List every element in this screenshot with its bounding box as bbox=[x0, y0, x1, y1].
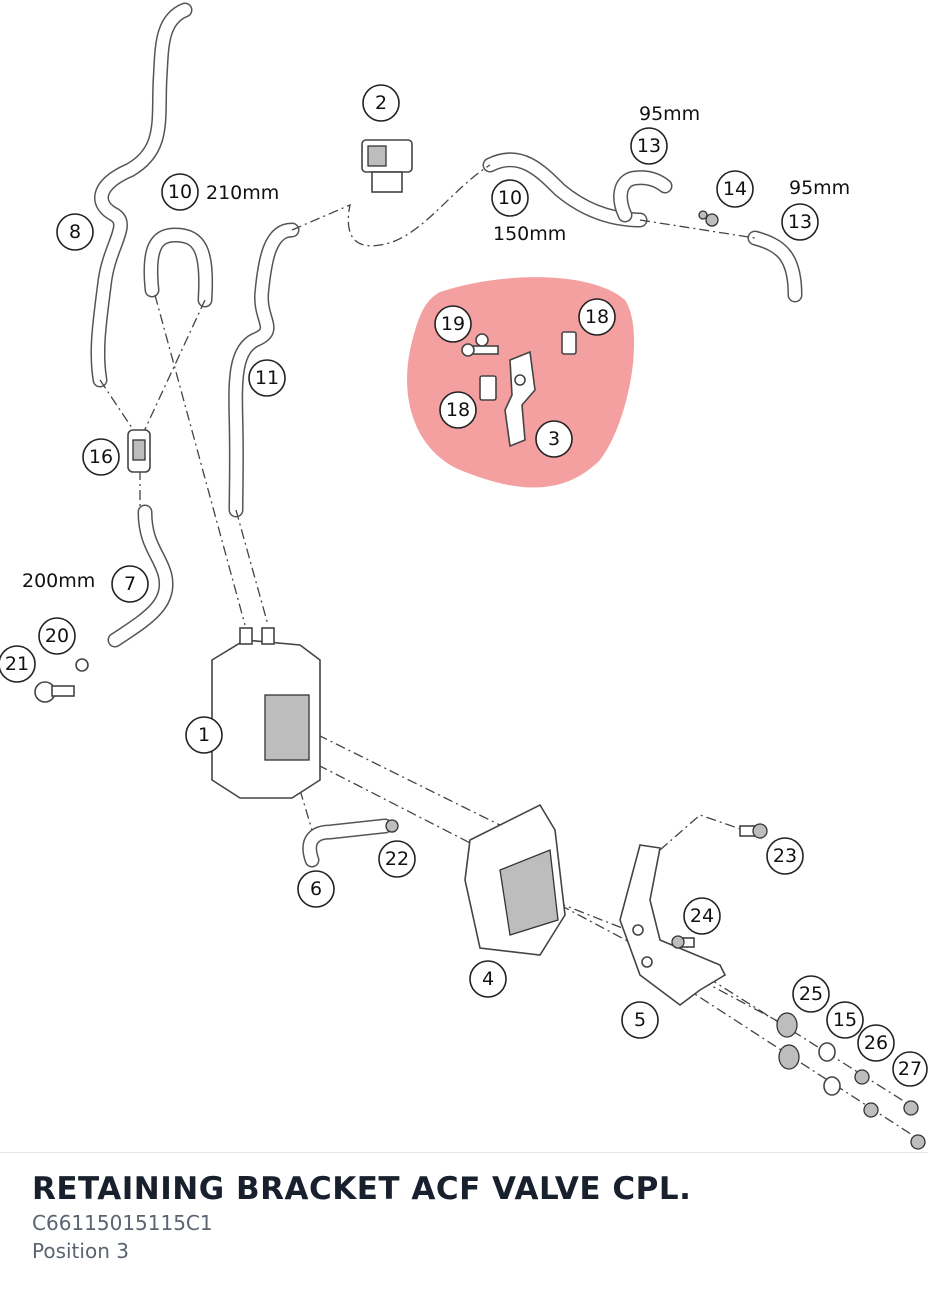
svg-text:27: 27 bbox=[898, 1058, 922, 1080]
screw-21[interactable] bbox=[34, 681, 75, 703]
callout-13-lower[interactable]: 13 bbox=[781, 203, 819, 241]
callout-26[interactable]: 26 bbox=[857, 1024, 895, 1062]
svg-text:24: 24 bbox=[690, 905, 714, 927]
callout-16[interactable]: 16 bbox=[82, 438, 120, 476]
screw-24[interactable] bbox=[671, 935, 695, 949]
callout-10-lower[interactable]: 10 bbox=[491, 179, 529, 217]
connector-14[interactable] bbox=[698, 210, 719, 227]
position-label: Position 3 bbox=[32, 1239, 129, 1263]
clip-18-left[interactable] bbox=[479, 375, 497, 401]
svg-text:21: 21 bbox=[5, 653, 29, 675]
hose-7[interactable] bbox=[107, 504, 174, 648]
svg-text:23: 23 bbox=[773, 845, 797, 867]
svg-text:7: 7 bbox=[124, 573, 136, 595]
callout-8[interactable]: 8 bbox=[56, 213, 94, 251]
svg-text:10: 10 bbox=[498, 187, 522, 209]
callout-10-upper[interactable]: 10 bbox=[161, 173, 199, 211]
svg-text:18: 18 bbox=[446, 399, 470, 421]
callout-7[interactable]: 7 bbox=[111, 565, 149, 603]
part-title: RETAINING BRACKET ACF VALVE CPL. bbox=[32, 1171, 692, 1207]
svg-text:3: 3 bbox=[548, 428, 560, 450]
svg-text:13: 13 bbox=[788, 211, 812, 233]
hose-11[interactable] bbox=[228, 222, 300, 518]
callout-23[interactable]: 23 bbox=[766, 837, 804, 875]
filter-16[interactable] bbox=[127, 429, 151, 473]
svg-text:8: 8 bbox=[69, 221, 81, 243]
svg-text:26: 26 bbox=[864, 1032, 888, 1054]
callout-14[interactable]: 14 bbox=[716, 170, 754, 208]
svg-text:5: 5 bbox=[634, 1009, 646, 1031]
callout-18-left[interactable]: 18 bbox=[439, 391, 477, 429]
clip-20[interactable] bbox=[75, 658, 89, 672]
hose-6[interactable] bbox=[302, 818, 393, 868]
washer-15[interactable] bbox=[818, 1042, 841, 1096]
callout-24[interactable]: 24 bbox=[683, 897, 721, 935]
hose-clamp-22[interactable] bbox=[385, 819, 399, 833]
callout-13-upper[interactable]: 13 bbox=[630, 127, 668, 165]
hose-10-210mm[interactable] bbox=[143, 227, 214, 308]
callout-20[interactable]: 20 bbox=[38, 617, 76, 655]
nut-27[interactable] bbox=[903, 1100, 926, 1150]
svg-text:2: 2 bbox=[375, 92, 387, 114]
rubber-bushing-25[interactable] bbox=[776, 1012, 800, 1070]
dimension-95mm-lower: 95mm bbox=[789, 177, 850, 199]
dimension-95mm-upper: 95mm bbox=[639, 103, 700, 125]
svg-text:10: 10 bbox=[168, 181, 192, 203]
nut-26[interactable] bbox=[854, 1069, 879, 1118]
dimension-210mm: 210mm bbox=[206, 182, 279, 204]
svg-text:19: 19 bbox=[441, 313, 465, 335]
callout-2[interactable]: 2 bbox=[362, 84, 400, 122]
callout-21[interactable]: 21 bbox=[0, 645, 36, 683]
callout-3[interactable]: 3 bbox=[535, 420, 573, 458]
callout-19[interactable]: 19 bbox=[434, 305, 472, 343]
callout-22[interactable]: 22 bbox=[378, 840, 416, 878]
callout-15[interactable]: 15 bbox=[826, 1001, 864, 1039]
svg-text:18: 18 bbox=[585, 306, 609, 328]
callout-11[interactable]: 11 bbox=[248, 359, 286, 397]
callout-6[interactable]: 6 bbox=[297, 870, 335, 908]
svg-text:1: 1 bbox=[198, 724, 210, 746]
bolt-19[interactable] bbox=[461, 333, 499, 357]
callout-27[interactable]: 27 bbox=[892, 1051, 928, 1087]
holder-4[interactable] bbox=[464, 803, 566, 956]
dimension-150mm: 150mm bbox=[493, 223, 566, 245]
clip-18-right[interactable] bbox=[561, 331, 577, 355]
part-info-panel: RETAINING BRACKET ACF VALVE CPL. C661150… bbox=[0, 1152, 928, 1291]
hose-13-lower[interactable] bbox=[747, 230, 803, 303]
screw-23[interactable] bbox=[739, 823, 768, 839]
svg-text:11: 11 bbox=[255, 367, 279, 389]
svg-text:6: 6 bbox=[310, 878, 322, 900]
svg-text:16: 16 bbox=[89, 446, 113, 468]
svg-text:15: 15 bbox=[833, 1009, 857, 1031]
callout-4[interactable]: 4 bbox=[469, 960, 507, 998]
retaining-bracket-3[interactable] bbox=[504, 350, 536, 448]
callout-5[interactable]: 5 bbox=[621, 1001, 659, 1039]
svg-text:20: 20 bbox=[45, 625, 69, 647]
dimension-200mm: 200mm bbox=[22, 570, 95, 592]
callout-18-right[interactable]: 18 bbox=[578, 298, 616, 336]
svg-text:13: 13 bbox=[637, 135, 661, 157]
acf-valve[interactable] bbox=[361, 139, 413, 193]
svg-text:4: 4 bbox=[482, 968, 494, 990]
svg-text:25: 25 bbox=[799, 983, 823, 1005]
activated-carbon-filter-canister[interactable] bbox=[211, 627, 321, 799]
svg-text:22: 22 bbox=[385, 848, 409, 870]
callout-25[interactable]: 25 bbox=[792, 975, 830, 1013]
part-number: C66115015115C1 bbox=[32, 1211, 213, 1235]
hose-13-upper[interactable] bbox=[613, 170, 673, 223]
hose-8[interactable] bbox=[90, 2, 193, 388]
bracket-5[interactable] bbox=[619, 844, 727, 1006]
exploded-parts-diagram: 2 13 14 13 10 10 8 11 19 18 18 3 16 7 20… bbox=[0, 2, 928, 1150]
callout-1[interactable]: 1 bbox=[185, 716, 223, 754]
svg-text:14: 14 bbox=[723, 178, 747, 200]
